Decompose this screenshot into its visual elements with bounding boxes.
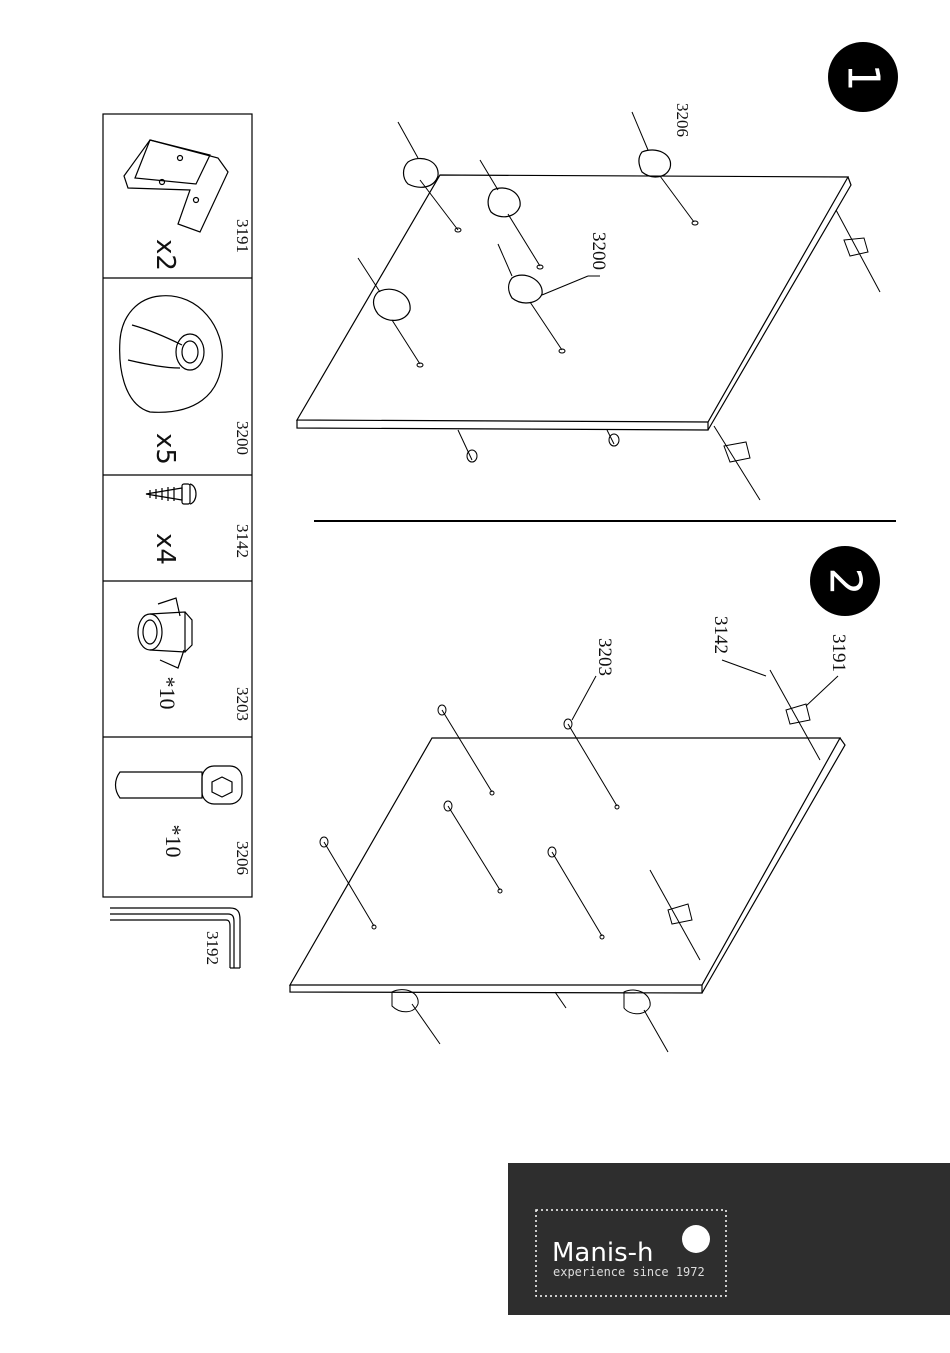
part-qty-3191: x2 xyxy=(150,230,180,280)
tool-code-3192: 3192 xyxy=(202,928,222,968)
part-code-3142: 3142 xyxy=(232,521,252,561)
step-2-badge: 2 xyxy=(810,546,880,616)
brand-tagline: experience since 1972 xyxy=(553,1265,705,1279)
part-code-3200: 3200 xyxy=(232,418,252,458)
brand-logo-dot xyxy=(682,1225,710,1253)
step1-callout-3200: 3200 xyxy=(587,229,609,273)
part-code-3203: 3203 xyxy=(232,684,252,724)
step1-callout-3206: 3206 xyxy=(672,98,692,142)
part-code-3191: 3191 xyxy=(232,216,252,256)
cam-3200-icon xyxy=(120,296,223,413)
part-qty-3142: x4 xyxy=(150,524,180,574)
step2-panel xyxy=(290,738,845,993)
brand-name: Manis-h xyxy=(552,1238,653,1268)
bracket-3191-icon xyxy=(124,140,228,232)
part-code-3206: 3206 xyxy=(232,838,252,878)
step1-hardware xyxy=(458,210,880,500)
step-1-badge: 1 xyxy=(828,42,898,112)
step2-callout-3142: 3142 xyxy=(709,613,731,657)
step2-callout-3191: 3191 xyxy=(827,631,849,675)
step1-panel xyxy=(297,175,851,430)
part-qty-3203: *10 xyxy=(154,668,180,718)
part-qty-3200: x5 xyxy=(150,424,180,474)
tee-nut-3203-icon xyxy=(138,598,192,668)
part-qty-3206: *10 xyxy=(160,816,186,866)
step2-callout-3203: 3203 xyxy=(593,635,615,679)
screw-3142-icon xyxy=(146,484,196,504)
bolt-3206-icon xyxy=(116,766,243,804)
